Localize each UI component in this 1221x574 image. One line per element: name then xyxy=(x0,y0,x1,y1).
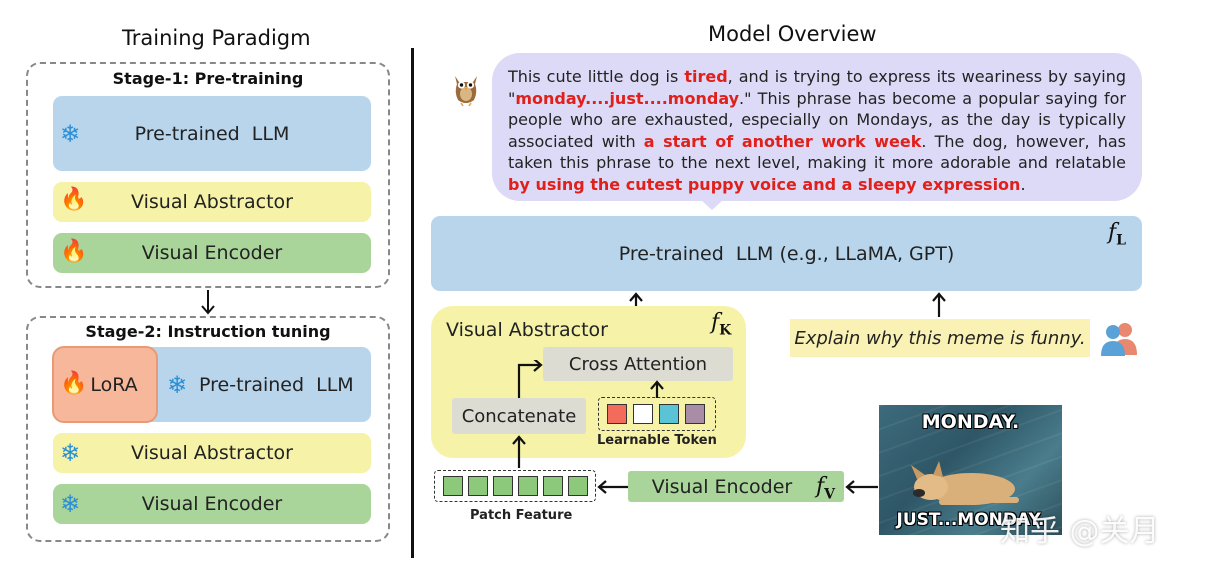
stage1-encoder-label: Visual Encoder xyxy=(141,242,283,264)
stage2-box xyxy=(26,316,390,542)
stage1-llm-block: Pre-trained LLM xyxy=(53,96,371,171)
response-text: ." This phrase has become a popular sayi… xyxy=(508,88,1126,151)
abstractor-symbol: fK xyxy=(711,310,732,339)
snowflake-icon: ❄ xyxy=(60,490,81,518)
stage-arrow xyxy=(201,290,215,315)
stage2-encoder-block: Visual Encoder xyxy=(53,484,371,524)
arrow-patch-to-concat xyxy=(512,435,526,468)
patch-feature-cell xyxy=(443,476,463,496)
meme-floorboards xyxy=(879,405,1062,535)
stage2-abstractor-label: Visual Abstractor xyxy=(131,442,293,464)
fire-icon: 🔥 xyxy=(60,187,88,212)
meme-image: MONDAY. JUST...MONDAY. xyxy=(879,405,1062,535)
instruction-text: Explain why this meme is funny. xyxy=(794,327,1086,349)
stage1-llm-label: Pre-trained LLM xyxy=(134,122,290,145)
dog-illustration xyxy=(911,461,1019,505)
lora-block: LoRA xyxy=(52,346,158,423)
bubble-tail xyxy=(700,199,724,210)
response-text: . xyxy=(1020,174,1026,194)
patch-feature-cell xyxy=(468,476,488,496)
llm-block: Pre-trained LLM (e.g., LLaMA, GPT) xyxy=(431,216,1142,291)
stage1-box xyxy=(26,62,390,288)
response-text: , and is trying to express its weariness… xyxy=(508,67,1126,108)
arrow-instruction-to-llm xyxy=(932,292,946,317)
response-highlight: a start of another work week xyxy=(643,131,922,151)
arrow-encoder-to-patch xyxy=(597,480,628,494)
patch-feature-cell xyxy=(568,476,588,496)
instruction-box: Explain why this meme is funny. xyxy=(790,319,1090,357)
learnable-token xyxy=(607,404,627,424)
model-overview-title: Model Overview xyxy=(708,22,877,46)
llm-symbol: fL xyxy=(1108,220,1126,249)
visual-encoder-block: Visual Encoder xyxy=(628,471,844,502)
user-icon xyxy=(1101,323,1137,356)
response-text: . The dog, however, has taken this phras… xyxy=(508,131,1127,173)
arrow-image-to-encoder xyxy=(845,480,878,494)
owl-icon xyxy=(455,76,477,106)
visual-encoder-label: Visual Encoder xyxy=(651,475,793,498)
section-divider xyxy=(411,48,414,558)
stage1-title: Stage-1: Pre-training xyxy=(112,69,304,88)
patch-feature-group xyxy=(434,470,596,502)
snowflake-icon: ❄ xyxy=(60,439,81,467)
meme-top-text: MONDAY. xyxy=(921,411,1020,433)
response-highlight: by using the cutest puppy voice and a sl… xyxy=(508,174,1021,194)
abstractor-title: Visual Abstractor xyxy=(446,319,608,341)
arrow-concat-to-crossattn xyxy=(517,360,543,398)
llm-label: Pre-trained LLM (e.g., LLaMA, GPT) xyxy=(618,242,955,265)
concatenate-box: Concatenate xyxy=(452,398,586,434)
fire-icon: 🔥 xyxy=(60,239,88,264)
response-highlight: monday....just....monday xyxy=(515,88,740,108)
fire-icon: 🔥 xyxy=(60,371,88,396)
stage1-abstractor-block: Visual Abstractor xyxy=(53,182,371,222)
concatenate-label: Concatenate xyxy=(461,405,577,427)
learnable-token xyxy=(633,404,653,424)
stage2-title: Stage-2: Instruction tuning xyxy=(85,322,331,341)
snowflake-icon: ❄ xyxy=(60,120,81,148)
stage2-encoder-label: Visual Encoder xyxy=(141,493,283,515)
cross-attention-box: Cross Attention xyxy=(543,347,733,381)
response-bubble: This cute little dog is tired, and is tr… xyxy=(492,53,1142,201)
lora-label: LoRA xyxy=(90,373,138,396)
learnable-token xyxy=(685,404,705,424)
response-text: This cute little dog is xyxy=(508,67,685,86)
snowflake-icon: ❄ xyxy=(167,371,188,399)
arrow-token-to-crossattn xyxy=(650,380,664,398)
cross-attention-label: Cross Attention xyxy=(568,353,708,375)
encoder-symbol: fV xyxy=(816,474,836,503)
patch-feature-cell xyxy=(493,476,513,496)
learnable-token xyxy=(659,404,679,424)
patch-feature-cell xyxy=(518,476,538,496)
response-highlight: tired xyxy=(684,67,728,86)
patch-feature-cell xyxy=(543,476,563,496)
meme-bottom-text: JUST...MONDAY. xyxy=(896,510,1045,530)
training-paradigm-title: Training Paradigm xyxy=(122,26,311,50)
stage2-abstractor-block: Visual Abstractor xyxy=(53,433,371,473)
stage2-llm-label: Pre-trained LLM xyxy=(199,373,354,396)
stage1-encoder-block: Visual Encoder xyxy=(53,233,371,273)
learnable-token-label: Learnable Token xyxy=(597,433,717,448)
patch-feature-label: Patch Feature xyxy=(470,508,573,523)
stage1-abstractor-label: Visual Abstractor xyxy=(131,191,293,213)
watermark: 知乎 @关月 xyxy=(1000,514,1160,549)
